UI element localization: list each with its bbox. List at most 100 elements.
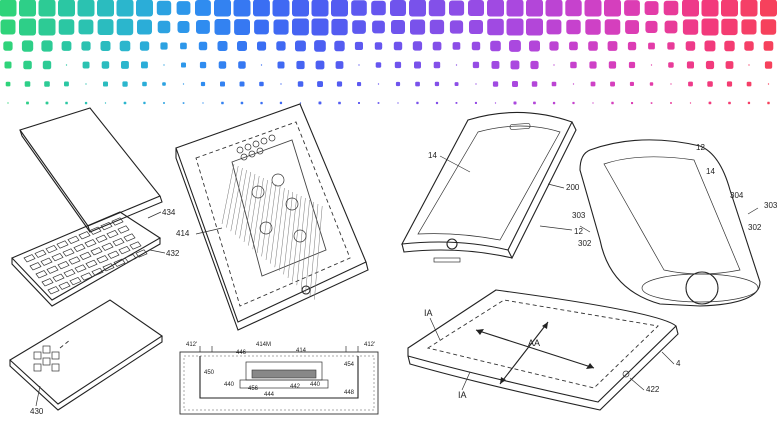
banner-square: [487, 18, 504, 36]
hatch-line: [292, 195, 302, 282]
banner-square: [104, 102, 107, 104]
banner-square: [409, 0, 426, 17]
home-button-icon: [301, 285, 311, 295]
banner-square: [449, 20, 464, 34]
hatch-line: [309, 203, 319, 297]
figure-cross-section: 412' 412' 414M 414 446 450 454 440 442 4…: [179, 342, 379, 415]
banner-square: [19, 0, 36, 17]
banner-square: [490, 40, 501, 52]
banner-square: [38, 0, 56, 17]
banner-square: [744, 41, 754, 51]
banner-square: [65, 101, 68, 105]
banner-square: [549, 41, 559, 51]
ref-label-12-device: 12: [696, 143, 705, 152]
banner-square: [214, 0, 231, 17]
banner-square: [667, 42, 675, 50]
banner-square: [663, 0, 679, 16]
banner-square: [26, 101, 29, 105]
banner-square: [509, 40, 521, 52]
banner-square: [240, 101, 244, 105]
banner-square: [553, 64, 555, 66]
electrode-key: [56, 240, 69, 249]
banner-square: [393, 41, 403, 51]
electrode-key: [80, 272, 93, 281]
banner-square: [394, 61, 402, 69]
hatch-line: [252, 177, 264, 250]
banner-square: [707, 81, 713, 87]
banner-square: [552, 101, 556, 105]
banner-square: [589, 61, 597, 69]
banner-square: [331, 18, 348, 36]
banner-square: [331, 0, 348, 17]
banner-square: [157, 20, 171, 34]
banner-square: [644, 1, 659, 15]
ref-label-414m: 414M: [256, 342, 271, 348]
banner-square: [704, 40, 716, 52]
banner-square: [469, 20, 483, 34]
electrode-key: [23, 254, 36, 263]
banner-square: [546, 19, 562, 35]
electrode-key: [57, 260, 70, 270]
banner-square: [358, 102, 360, 104]
banner-square: [7, 102, 9, 104]
banner-square: [163, 64, 165, 66]
ref-label-456: 456: [248, 386, 259, 392]
banner-square: [4, 61, 12, 69]
banner-square: [292, 0, 309, 17]
electrode-key: [129, 241, 142, 250]
banner-square: [374, 42, 383, 50]
banner-square: [160, 42, 168, 50]
banner-square: [611, 101, 614, 105]
electrode-key: [45, 244, 58, 254]
electrode-key: [69, 276, 82, 286]
banner-square: [435, 101, 439, 105]
banner-square: [487, 0, 504, 17]
banner-square: [584, 0, 602, 17]
home-button-icon: [446, 238, 458, 250]
hatch-line: [221, 163, 235, 225]
banner-square: [629, 81, 634, 86]
banner-square: [273, 19, 289, 35]
banner-square: [357, 82, 362, 87]
electrode-key: [117, 225, 130, 234]
ref-label-444: 444: [264, 392, 275, 398]
figure-flat-tablet: IA AA IA 4 422: [407, 289, 681, 411]
banner-square: [645, 20, 658, 33]
banner-square: [238, 61, 246, 69]
banner-square: [455, 64, 458, 66]
electrode-key: [95, 234, 108, 243]
electrode-key: [51, 252, 64, 262]
banner-square: [311, 18, 329, 36]
banner-square: [352, 20, 366, 34]
electrode-key: [47, 286, 60, 295]
banner-square: [592, 102, 594, 104]
banner-square: [740, 0, 758, 17]
banner-square: [217, 41, 228, 51]
banner-square: [650, 102, 653, 104]
sensor-hatch-pattern: [221, 163, 323, 300]
banner-square: [506, 0, 524, 17]
ref-label-432: 432: [166, 249, 180, 258]
hatch-line: [305, 201, 315, 293]
banner-square: [280, 83, 282, 85]
electrode-key: [124, 253, 137, 263]
banner-square: [58, 19, 75, 35]
banner-square: [198, 41, 208, 51]
hatch-line: [230, 167, 243, 232]
banner-square: [233, 0, 251, 17]
hatch-line: [274, 187, 285, 268]
ref-label-200: 200: [566, 183, 580, 192]
banner-square: [748, 64, 750, 66]
banner-square: [239, 81, 245, 87]
banner-square: [526, 18, 543, 36]
banner-square: [279, 101, 283, 105]
ref-label-303-right: 303: [764, 201, 778, 210]
banner-square: [200, 81, 206, 87]
banner-square: [689, 102, 692, 104]
figure-curved-phone: 14 200 12: [401, 111, 583, 263]
banner-square: [455, 102, 458, 104]
banner-square: [100, 41, 111, 51]
banner-square: [276, 41, 286, 51]
banner-square: [42, 60, 52, 70]
banner-square: [220, 81, 225, 87]
